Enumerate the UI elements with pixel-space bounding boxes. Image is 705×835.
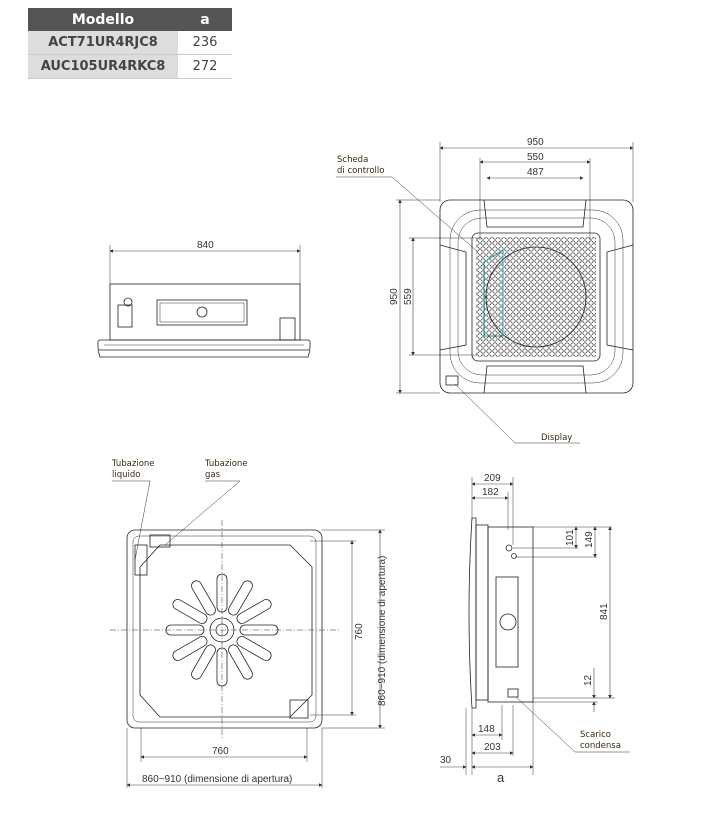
dim-opening-height: 860~910 (dimensione di apertura): [377, 556, 388, 706]
fan-blade: [236, 636, 272, 661]
liquid-pipe-label: Tubazione: [111, 459, 155, 469]
fan-blade: [228, 644, 253, 680]
fan-blade: [216, 573, 228, 613]
air-grille: [476, 237, 596, 357]
drain-label: Scarico: [580, 730, 611, 740]
a-cell: 236: [178, 31, 232, 55]
dim-12: 12: [583, 674, 594, 686]
dim-760-width: 760: [212, 746, 229, 757]
model-cell: ACT71UR4RJC8: [28, 31, 178, 55]
dim-840: 840: [197, 240, 214, 251]
model-cell: AUC105UR4RKC8: [28, 54, 178, 79]
fan-blade: [191, 580, 216, 616]
fan-blade: [236, 599, 272, 624]
control-board-label-2: di controllo: [337, 166, 385, 176]
dim-841: 841: [599, 603, 610, 620]
dim-opening-width: 860~910 (dimensione di apertura): [142, 774, 292, 785]
fan-blade: [216, 647, 228, 687]
dim-148: 148: [478, 724, 495, 735]
dim-559: 559: [403, 288, 414, 305]
dim-550: 550: [527, 152, 544, 163]
drain-label-2: condensa: [580, 741, 621, 751]
side-view: 840: [97, 240, 311, 358]
liquid-pipe-label-2: liquido: [112, 470, 140, 480]
dim-950-height: 950: [389, 288, 400, 305]
control-board-outline: [483, 249, 504, 337]
header-model: Modello: [28, 8, 178, 31]
fan-blade: [172, 636, 208, 661]
section-view: 209 182 101 149 841 12 148 203: [440, 473, 630, 785]
dim-182: 182: [482, 487, 499, 498]
a-cell: 272: [178, 54, 232, 79]
dim-149: 149: [584, 531, 595, 548]
header-a: a: [178, 8, 232, 31]
top-view: 950 550 487 950 559 Scheda di controllo …: [336, 137, 634, 444]
dim-760-height: 760: [354, 623, 365, 640]
dim-a: a: [497, 770, 505, 785]
display-label: Display: [541, 433, 572, 443]
fan-blade: [165, 624, 205, 636]
fan-blade: [239, 624, 279, 636]
dim-101: 101: [565, 529, 576, 546]
fan-blades: [165, 573, 279, 687]
gas-pipe-label: Tubazione: [204, 459, 248, 469]
table-row: AUC105UR4RKC8 272: [28, 54, 232, 79]
table-row: ACT71UR4RJC8 236: [28, 31, 232, 55]
fan-blade: [228, 580, 253, 616]
dim-487: 487: [527, 167, 544, 178]
dim-203: 203: [484, 742, 501, 753]
dim-209: 209: [484, 473, 501, 484]
fan-blade: [191, 644, 216, 680]
dim-30: 30: [440, 755, 452, 766]
gas-pipe-label-2: gas: [205, 470, 221, 480]
fan-blade: [172, 599, 208, 624]
dim-950-width: 950: [527, 137, 544, 148]
bottom-view: Tubazione liquido Tubazione gas 760 860~…: [110, 459, 388, 788]
table-header-row: Modello a: [28, 8, 232, 31]
model-table: Modello a ACT71UR4RJC8 236 AUC105UR4RKC8…: [28, 8, 232, 79]
control-board-label: Scheda: [337, 155, 368, 165]
